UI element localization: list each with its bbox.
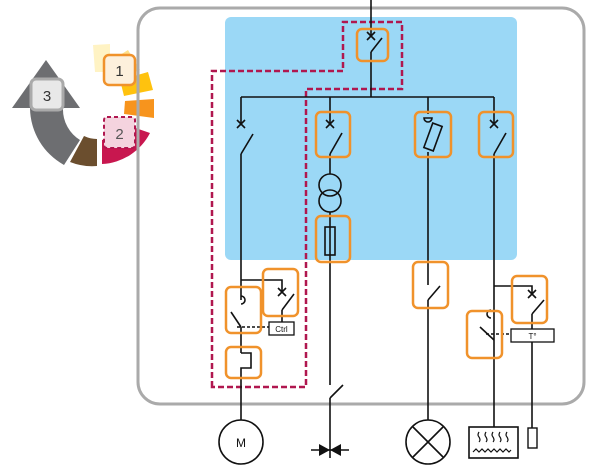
fuse-switch-box[interactable] xyxy=(413,110,453,159)
ctrl-box xyxy=(268,321,295,336)
heater-symbol xyxy=(468,426,519,459)
step-1-badge xyxy=(102,53,137,87)
motor-breaker-box[interactable] xyxy=(261,267,300,318)
step-1-label: 1 xyxy=(115,63,123,80)
fuse-box[interactable] xyxy=(314,214,352,264)
enclosure-outline xyxy=(136,6,586,406)
valve-symbol xyxy=(311,444,349,456)
motor-label: M xyxy=(236,436,246,450)
switchboard-panel xyxy=(225,17,517,260)
device-highlights xyxy=(224,27,549,380)
thermostat-breaker-box[interactable] xyxy=(510,274,549,325)
process-cycle-logo: 1 2 3 xyxy=(12,44,154,167)
step-3-label: 3 xyxy=(43,88,51,105)
transformer-breaker-box[interactable] xyxy=(314,110,352,159)
motor-symbol xyxy=(218,419,264,465)
protection-zone-boundary xyxy=(210,20,404,389)
thermostat-label: T° xyxy=(528,332,536,341)
thermal-relay-box[interactable] xyxy=(224,345,263,380)
step-2-badge xyxy=(103,116,136,149)
brown-segment xyxy=(70,136,97,167)
thermostat-box xyxy=(510,328,555,343)
step-3-badge xyxy=(29,77,65,112)
heater-breaker-box[interactable] xyxy=(477,110,515,159)
main-breaker-box[interactable] xyxy=(355,27,390,63)
step-2-label: 2 xyxy=(115,126,123,143)
ctrl-label: Ctrl xyxy=(275,325,288,334)
sensor-symbol xyxy=(527,427,538,449)
gray-arrow-segment xyxy=(30,108,80,165)
heater-contactor-box[interactable] xyxy=(465,309,504,360)
lamp-switch-box[interactable] xyxy=(411,260,450,310)
motor-contactor-box[interactable] xyxy=(224,285,263,335)
